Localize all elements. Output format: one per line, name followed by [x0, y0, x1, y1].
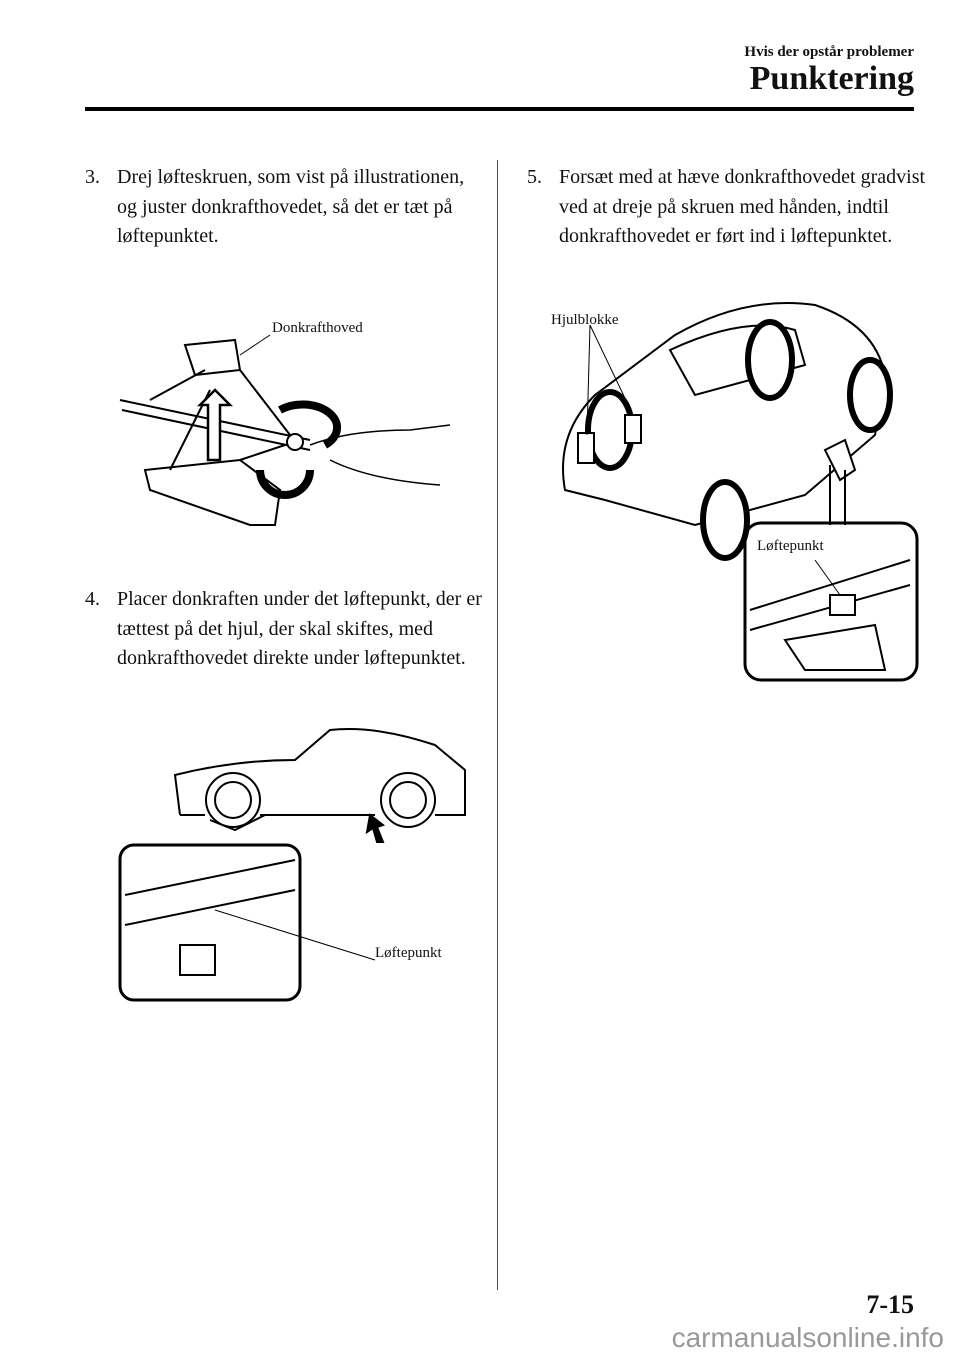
- step-text: Drej løfteskruen, som vist på illustrati…: [117, 166, 465, 247]
- step-3: 3. Drej løfteskruen, som vist på illustra…: [85, 163, 485, 252]
- step-number: 3.: [85, 166, 100, 188]
- step-4: 4. Placer donkraften under det løftepunkt…: [85, 585, 485, 674]
- jack-illustration: [119, 334, 451, 526]
- watermark: carmanualsonline.info: [671, 1322, 944, 1353]
- label-jack-head: Donkrafthoved: [272, 320, 363, 336]
- step-text: Forsæt med at hæve donkrafthovedet gradv…: [559, 166, 926, 247]
- car-side-illustration: [118, 728, 466, 1002]
- page-title: Punktering: [749, 60, 914, 97]
- label-lift-point-2: Løftepunkt: [757, 538, 824, 554]
- column-divider: [497, 160, 498, 1290]
- label-lift-point: Løftepunkt: [375, 945, 442, 961]
- step-5: 5. Forsæt med at hæve donkrafthovedet gra…: [527, 163, 927, 252]
- step-number: 4.: [85, 588, 100, 610]
- step-number: 5.: [527, 166, 542, 188]
- label-wheel-block: Hjulblokke: [551, 312, 619, 328]
- section-title: Hvis der opstår problemer: [744, 44, 914, 60]
- header-rule: [85, 107, 914, 111]
- car-top-illustration: [562, 302, 919, 682]
- page-number: 7-15: [866, 1290, 914, 1319]
- step-text: Placer donkraften under det løftepunkt, …: [117, 588, 482, 669]
